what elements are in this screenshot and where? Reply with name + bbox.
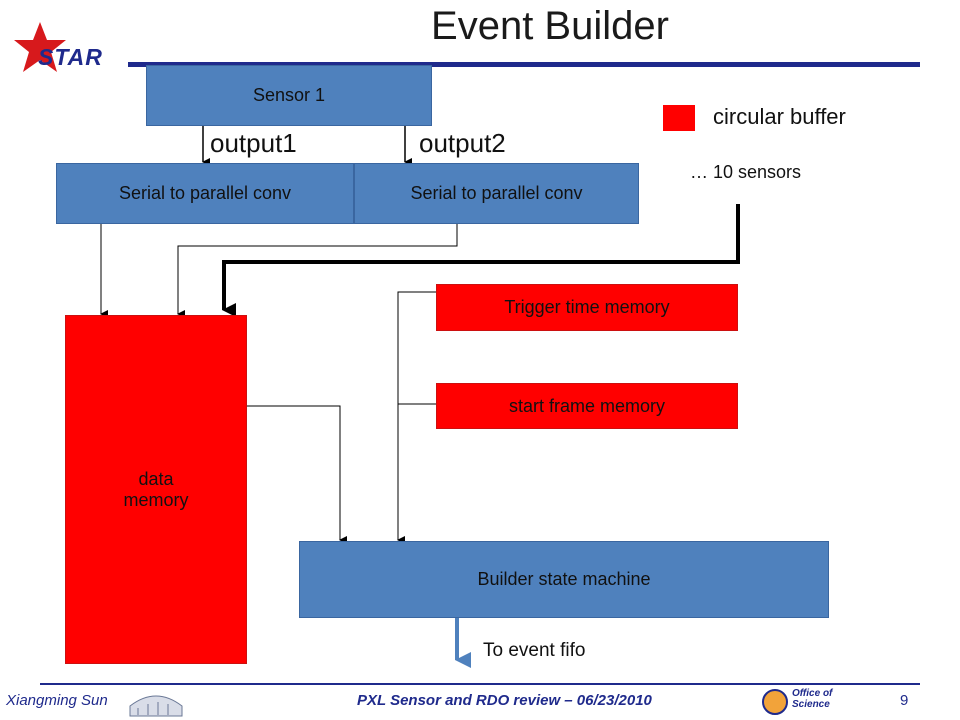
output1-label: output1 — [210, 128, 297, 158]
serial-to-parallel-box-2: Serial to parallel conv — [354, 163, 639, 224]
header-rule — [128, 62, 920, 67]
slide-title: Event Builder — [431, 4, 669, 48]
page-number: 9 — [900, 692, 909, 709]
legend-swatch — [663, 105, 695, 131]
office-of-science-logo: Office of Science — [762, 686, 852, 718]
start-frame-memory-box: start frame memory — [436, 383, 738, 429]
sensors-note: … 10 sensors — [690, 162, 802, 182]
conv2-to-memory-wire — [177, 224, 458, 318]
serial-to-parallel-box-1: Serial to parallel conv — [56, 163, 354, 224]
footer-author: Xiangming Sun — [6, 692, 108, 709]
energy-seal-icon — [762, 689, 788, 715]
memory-to-builder-wire — [247, 405, 347, 544]
legend-label: circular buffer — [713, 104, 846, 129]
to-event-fifo-label: To event fifo — [483, 640, 586, 661]
footer-rule — [40, 683, 920, 685]
footer-event: PXL Sensor and RDO review – 06/23/2010 — [357, 692, 652, 709]
sensor-box: Sensor 1 — [146, 65, 432, 126]
builder-state-machine-box: Builder state machine — [299, 541, 829, 618]
building-logo-icon — [129, 695, 183, 717]
output2-label: output2 — [419, 128, 506, 158]
star-logo-icon — [14, 22, 66, 72]
sensors-bus-wire — [222, 204, 740, 317]
star-logo-text: STAR — [38, 44, 103, 70]
trigger-to-builder-wire — [397, 291, 436, 544]
trigger-time-memory-box: Trigger time memory — [436, 284, 738, 331]
sponsor-logo-text: Office of Science — [792, 688, 833, 710]
data-memory-box: data memory — [65, 315, 247, 664]
